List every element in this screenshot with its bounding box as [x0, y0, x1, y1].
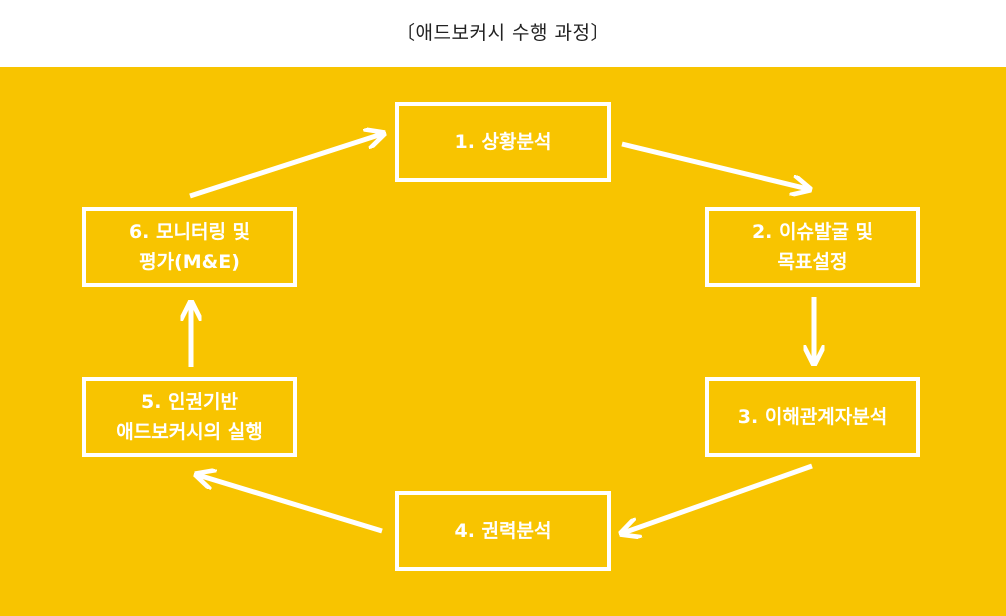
step-6-box: 6. 모니터링 및 평가(M&E): [82, 207, 297, 287]
diagram-title: 〔애드보커시 수행 과정〕: [396, 22, 610, 44]
step-5-label: 5. 인권기반 애드보커시의 실행: [116, 391, 263, 443]
step-5-box: 5. 인권기반 애드보커시의 실행: [82, 377, 297, 457]
step-1-label: 1. 상황분석: [454, 131, 552, 153]
step-1-box: 1. 상황분석: [395, 102, 611, 182]
step-3-label: 3. 이해관계자분석: [737, 406, 888, 428]
step-2-label: 2. 이슈발굴 및 목표설정: [751, 221, 874, 273]
diagram-panel: [0, 67, 1006, 616]
step-4-box: 4. 권력분석: [395, 491, 611, 571]
step-3-box: 3. 이해관계자분석: [705, 377, 920, 457]
step-2-box: 2. 이슈발굴 및 목표설정: [705, 207, 920, 287]
step-4-label: 4. 권력분석: [454, 520, 552, 542]
step-6-label: 6. 모니터링 및 평가(M&E): [128, 221, 251, 273]
